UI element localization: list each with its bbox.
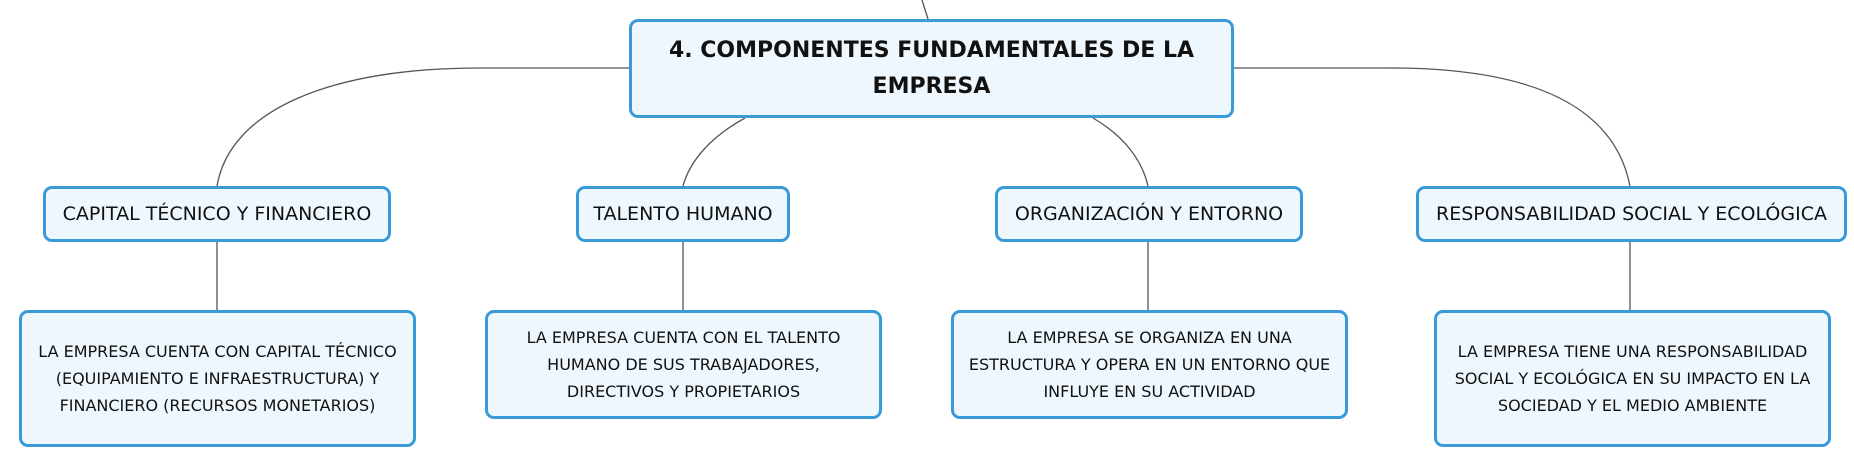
detail-node-responsabilidad-social[interactable]: LA EMPRESA TIENE UNA RESPONSABILIDAD SOC… [1434,310,1831,447]
connector-root-organizacion [1092,117,1149,187]
branch-node-responsabilidad-social[interactable]: RESPONSABILIDAD SOCIAL Y ECOLÓGICA [1416,186,1847,242]
detail-node-organizacion-entorno[interactable]: LA EMPRESA SE ORGANIZA EN UNA ESTRUCTURA… [951,310,1348,419]
connector-root-capital [216,67,629,187]
branch-node-talento-humano[interactable]: TALENTO HUMANO [576,186,790,242]
detail-node-talento-humano[interactable]: LA EMPRESA CUENTA CON EL TALENTO HUMANO … [485,310,882,419]
branch-node-capital-tecnico-financiero[interactable]: CAPITAL TÉCNICO Y FINANCIERO [43,186,391,242]
branch-node-organizacion-entorno[interactable]: ORGANIZACIÓN Y ENTORNO [995,186,1303,242]
branch-node-label: CAPITAL TÉCNICO Y FINANCIERO [62,203,372,225]
connector-parent-in [921,0,929,20]
branch-node-label: TALENTO HUMANO [593,203,773,225]
detail-node-text: LA EMPRESA CUENTA CON CAPITAL TÉCNICO (E… [38,342,397,415]
connector-root-responsabilidad [1234,67,1631,187]
detail-node-capital-tecnico-financiero[interactable]: LA EMPRESA CUENTA CON CAPITAL TÉCNICO (E… [19,310,416,447]
root-node-label: 4. COMPONENTES FUNDAMENTALES DE LA EMPRE… [668,37,1195,99]
detail-node-text: LA EMPRESA TIENE UNA RESPONSABILIDAD SOC… [1454,342,1811,415]
root-node[interactable]: 4. COMPONENTES FUNDAMENTALES DE LA EMPRE… [629,19,1234,118]
connector-root-talento [682,117,746,187]
detail-node-text: LA EMPRESA CUENTA CON EL TALENTO HUMANO … [526,328,841,401]
branch-node-label: RESPONSABILIDAD SOCIAL Y ECOLÓGICA [1436,203,1827,225]
branch-node-label: ORGANIZACIÓN Y ENTORNO [1014,203,1284,225]
detail-node-text: LA EMPRESA SE ORGANIZA EN UNA ESTRUCTURA… [968,328,1331,401]
